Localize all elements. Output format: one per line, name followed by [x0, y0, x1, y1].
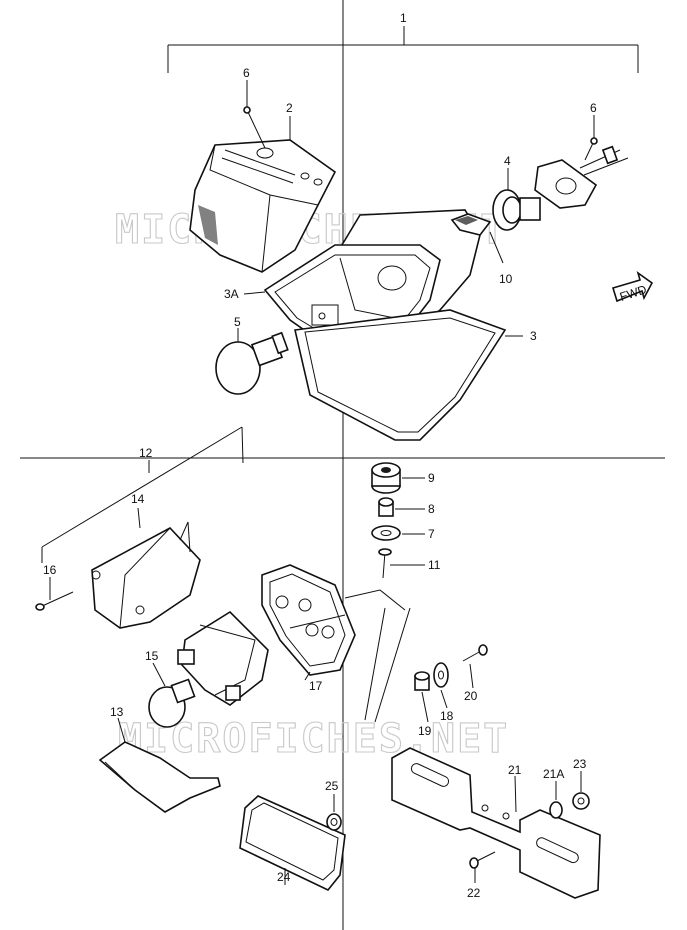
part-24-reflector: [239, 795, 346, 891]
callout-21a: 21A: [543, 767, 564, 781]
callout-6-right: 6: [590, 101, 597, 115]
bracket-1: [167, 26, 639, 73]
callout-18: 18: [440, 709, 454, 723]
bracket-12: [41, 426, 244, 563]
part-2-cover: [189, 139, 337, 273]
part-4-socket: [492, 145, 629, 231]
callout-3a: 3A: [224, 287, 239, 301]
callout-5: 5: [234, 315, 241, 329]
leader-lines: [49, 80, 595, 885]
part-18-washer: [433, 662, 449, 688]
part-19-collar: [414, 671, 430, 691]
part-17-housing: [261, 564, 356, 676]
callout-14: 14: [131, 492, 145, 506]
watermark-bottom: MICROFICHES.NET: [118, 716, 509, 762]
part-9-grommet: [371, 462, 401, 494]
part-16-screw: [35, 591, 74, 611]
part-8-collar: [378, 497, 394, 517]
callout-10: 10: [499, 272, 513, 286]
part-14-lens: [91, 521, 201, 629]
callout-4: 4: [504, 154, 511, 168]
callout-12: 12: [139, 446, 153, 460]
fwd-arrow-icon: FWD: [611, 271, 654, 304]
part-21-bracket: [391, 747, 601, 899]
callout-25: 25: [325, 779, 339, 793]
part-22-screw: [469, 851, 496, 869]
part-15-bulb: [148, 678, 196, 728]
part-13-plate: [98, 741, 221, 813]
callout-13: 13: [110, 705, 124, 719]
part-15-socket: [177, 610, 269, 706]
callout-7: 7: [428, 527, 435, 541]
part-11-screw: [378, 548, 392, 579]
callout-1: 1: [400, 11, 407, 25]
callout-8: 8: [428, 502, 435, 516]
part-23-nut: [572, 792, 590, 810]
callout-16: 16: [43, 563, 57, 577]
callout-3: 3: [530, 329, 537, 343]
part-25-nut: [326, 813, 342, 831]
part-3-gasket: [294, 309, 507, 441]
part-20-bolt: [462, 644, 488, 662]
part-6-screw-right: [584, 137, 598, 161]
wire-harness: [344, 589, 411, 723]
callout-15: 15: [145, 649, 159, 663]
callout-21: 21: [508, 763, 522, 777]
callout-24: 24: [277, 870, 291, 884]
callout-6-left: 6: [243, 66, 250, 80]
part-6-screw-left: [243, 106, 266, 149]
callout-9: 9: [428, 471, 435, 485]
part-5-bulb: [215, 331, 289, 395]
callout-19: 19: [418, 724, 432, 738]
callout-2: 2: [286, 101, 293, 115]
part-10-clip: [450, 213, 492, 236]
callout-17: 17: [309, 679, 323, 693]
part-7-washer: [371, 525, 401, 541]
callout-11: 11: [428, 558, 441, 572]
callout-22: 22: [467, 886, 481, 900]
part-21a-washer: [549, 801, 563, 819]
callout-20: 20: [464, 689, 478, 703]
callout-23: 23: [573, 757, 587, 771]
